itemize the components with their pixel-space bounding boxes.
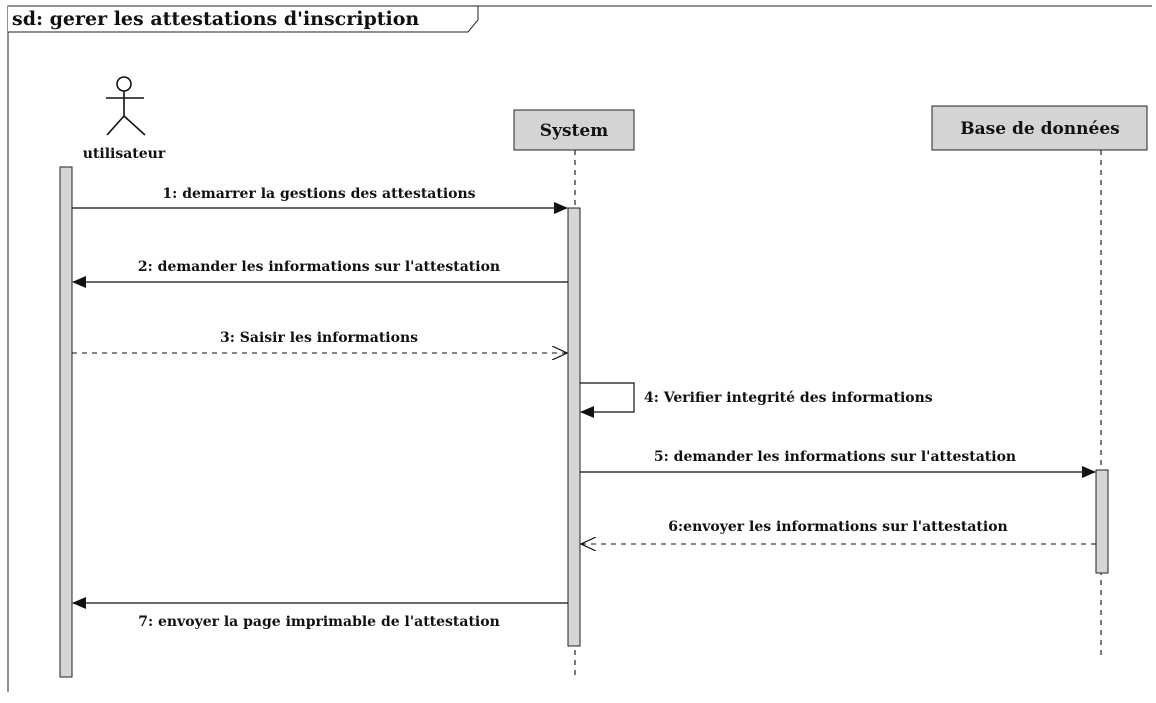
diagram-frame: sd: gerer les attestations d'inscription [7,5,1152,692]
lifeline-database: Base de données [931,105,1148,660]
message-2: 2: demander les informations sur l'attes… [72,259,568,288]
lifeline-database-name: Base de données [960,119,1119,139]
message-3: 3: Saisir les informations [72,330,567,353]
message-7-label: 7: envoyer la page imprimable de l'attes… [138,614,500,630]
message-4: 4: Verifier integrité des informations [580,382,933,418]
message-1: 1: demarrer la gestions des attestations [72,186,568,214]
message-5-label: 5: demander les informations sur l'attes… [654,449,1016,465]
message-3-label: 3: Saisir les informations [220,330,418,346]
lifeline-system-box [513,109,635,151]
frame-title-tab [8,5,479,33]
system-activation-bar [567,207,581,647]
lifeline-database-box [931,105,1148,151]
message-5: 5: demander les informations sur l'attes… [580,449,1096,478]
actor-name: utilisateur [83,146,166,162]
message-4-label: 4: Verifier integrité des informations [644,390,933,406]
lifeline-system-name: System [540,121,608,141]
message-6: 6:envoyer les informations sur l'attesta… [581,519,1096,544]
lifeline-system: System [513,109,635,675]
actor-utilisateur: utilisateur [59,76,166,678]
message-4-arrow [580,382,635,418]
message-2-label: 2: demander les informations sur l'attes… [138,259,500,275]
message-1-label: 1: demarrer la gestions des attestations [162,186,475,202]
actor-activation-bar [59,166,73,678]
message-6-label: 6:envoyer les informations sur l'attesta… [668,519,1007,535]
frame-title: sd: gerer les attestations d'inscription [12,8,419,30]
database-activation-bar [1095,469,1109,574]
stick-figure-icon [106,76,146,136]
message-7: 7: envoyer la page imprimable de l'attes… [72,597,568,630]
